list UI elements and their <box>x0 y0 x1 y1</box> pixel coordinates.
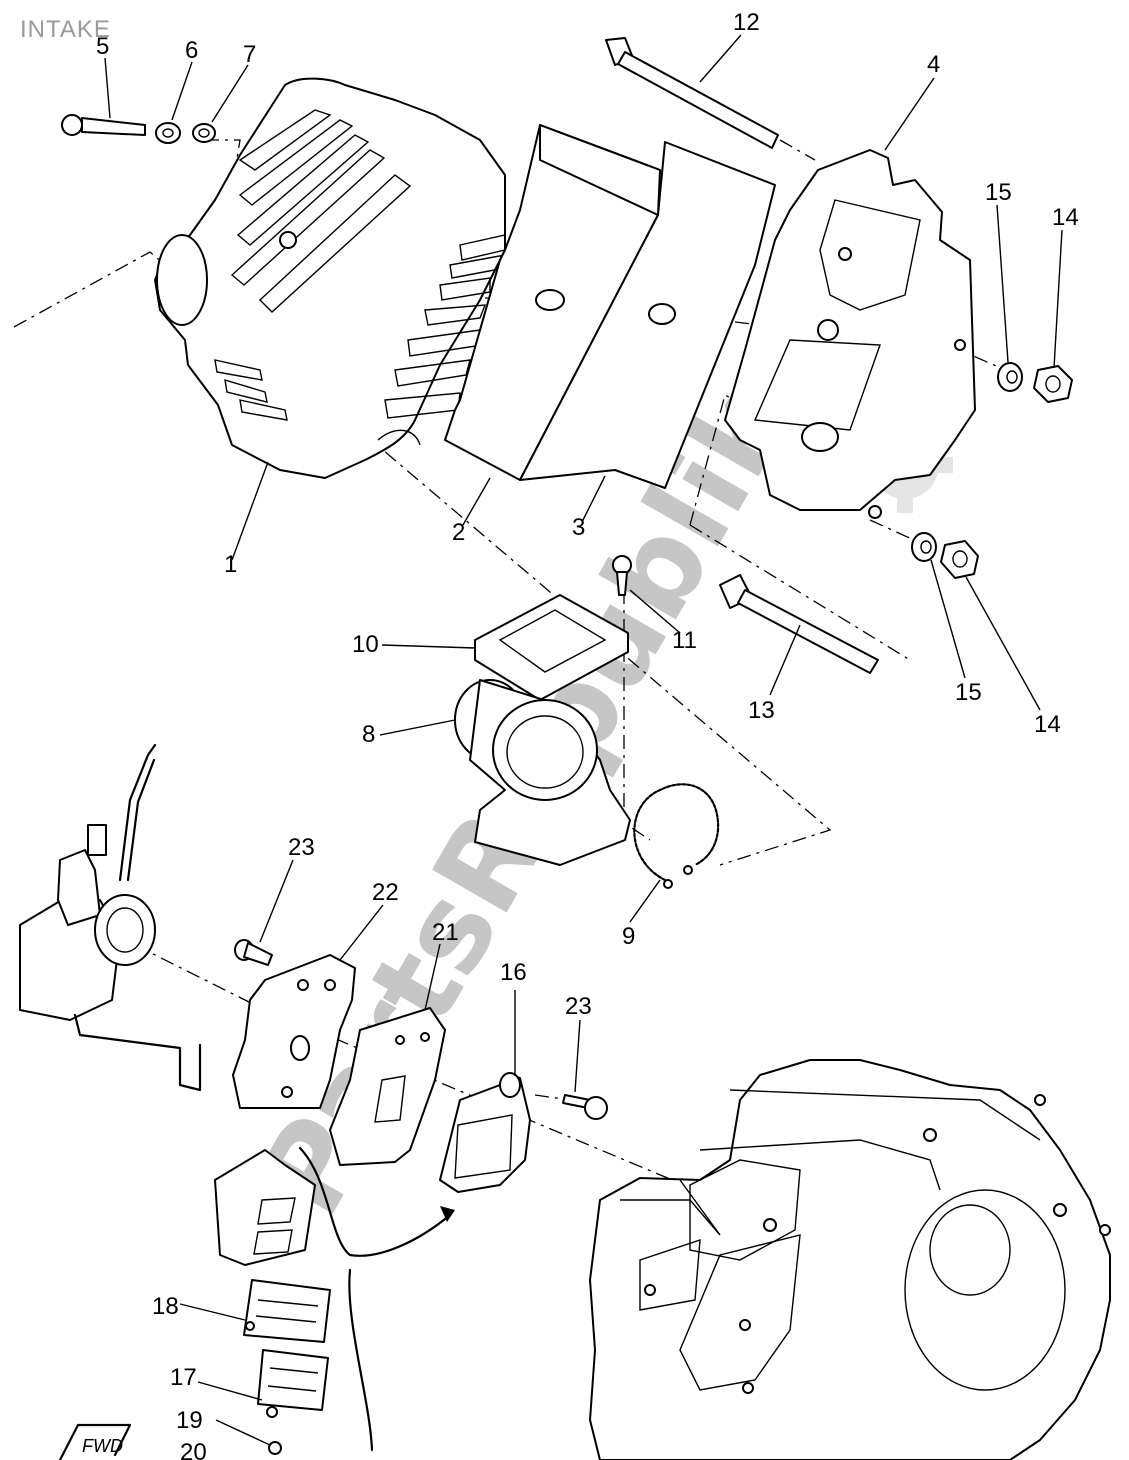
callout-5: 5 <box>96 33 109 60</box>
washer-7 <box>192 123 216 143</box>
fwd-arrow-icon: FWD <box>58 1423 132 1460</box>
long-bolt-12 <box>605 37 779 149</box>
callout-22: 22 <box>372 879 399 906</box>
fwd-label: FWD <box>82 1436 123 1456</box>
gasket-10 <box>474 594 629 701</box>
nut-14-upper <box>1033 365 1073 403</box>
callout-6: 6 <box>185 37 198 64</box>
callout-7: 7 <box>243 41 256 68</box>
callout-19: 19 <box>176 1407 203 1434</box>
callout-10: 10 <box>352 631 379 658</box>
screw-23-left <box>234 939 273 966</box>
callout-3: 3 <box>572 514 585 541</box>
screw-23-right <box>562 1094 608 1120</box>
washer-15-upper <box>997 362 1023 392</box>
carburetor <box>19 743 202 1092</box>
nut-14-lower <box>940 540 979 579</box>
long-bolt-13 <box>719 574 879 674</box>
element-plate <box>519 141 776 489</box>
callout-23-right: 23 <box>565 993 592 1020</box>
reed-valve-exploded <box>214 1146 455 1455</box>
callout-1: 1 <box>224 551 237 578</box>
diagram-title: INTAKE <box>20 16 111 43</box>
crankcase <box>589 1059 1111 1460</box>
callout-9: 9 <box>622 923 635 950</box>
callout-2: 2 <box>452 519 465 546</box>
callout-numbers: 1 2 3 4 5 6 7 8 9 10 11 12 13 14 14 15 1… <box>96 9 1079 1460</box>
callout-4: 4 <box>927 51 940 78</box>
washer-15-lower <box>911 532 937 562</box>
callout-14-lower: 14 <box>1034 711 1061 738</box>
callout-15-lower: 15 <box>955 679 982 706</box>
washer-6 <box>155 122 181 144</box>
gasket-21 <box>329 1007 446 1166</box>
case-cover <box>724 149 976 519</box>
callout-21: 21 <box>432 919 459 946</box>
callout-17: 17 <box>170 1364 197 1391</box>
callout-15-upper: 15 <box>985 179 1012 206</box>
callout-18: 18 <box>152 1293 179 1320</box>
leader-lines <box>104 34 1063 1446</box>
clamp-9 <box>633 783 720 889</box>
reed-valve-16 <box>439 1072 531 1193</box>
callout-8: 8 <box>362 721 375 748</box>
callout-13: 13 <box>748 697 775 724</box>
bolt-5 <box>61 114 146 136</box>
plate-22 <box>232 954 356 1109</box>
screw-11 <box>612 555 632 596</box>
callout-14-upper: 14 <box>1052 204 1079 231</box>
callout-20: 20 <box>180 1439 207 1460</box>
callout-16: 16 <box>500 959 527 986</box>
callout-11: 11 <box>672 627 697 654</box>
intake-joint-8 <box>454 679 631 866</box>
callout-12: 12 <box>733 9 760 36</box>
callout-23-left: 23 <box>288 834 315 861</box>
air-filter-case <box>154 77 506 479</box>
